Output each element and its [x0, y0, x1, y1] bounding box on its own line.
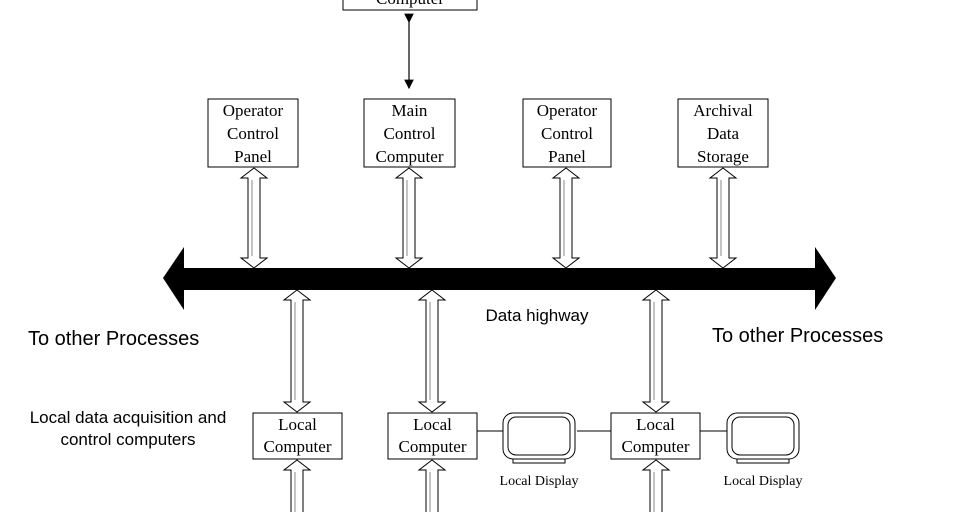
local-display-label: Local Display [724, 474, 803, 489]
upper-box-label: Panel [548, 147, 586, 166]
local-computer-label: Local [278, 415, 317, 434]
upper-box-label: Operator [223, 101, 284, 120]
bus-label: Data highway [485, 306, 589, 325]
upper-box-label: Storage [697, 147, 749, 166]
double-arrow [282, 289, 312, 413]
local-displays: Local Display Local Display [500, 412, 803, 489]
upper-box-label: Panel [234, 147, 272, 166]
top-box-label: Computer [376, 0, 444, 8]
local-computer-label: Computer [264, 437, 332, 456]
local-display: Local Display [500, 412, 579, 489]
upper-box-label: Main [392, 101, 428, 120]
upper-box-label: Archival [693, 101, 753, 120]
double-arrow [239, 167, 269, 269]
upper-box-label: Control [541, 124, 593, 143]
local-computer-label: Local [636, 415, 675, 434]
local-computer-label: Computer [622, 437, 690, 456]
double-arrow [708, 167, 738, 269]
upper-box-label: Control [384, 124, 436, 143]
local-group-label-line2: control computers [60, 430, 195, 449]
upper-box-label: Computer [376, 147, 444, 166]
upper-box-label: Control [227, 124, 279, 143]
local-group-label-line1: Local data acquisition and [30, 408, 227, 427]
local-display: Local Display [724, 412, 803, 489]
double-arrow [641, 459, 671, 512]
upper-box-label: Operator [537, 101, 598, 120]
double-arrow [417, 459, 447, 512]
double-arrow [551, 167, 581, 269]
double-arrow [282, 459, 312, 512]
monitor-icon [731, 416, 795, 456]
local-computer-label: Computer [399, 437, 467, 456]
right-processes-label: To other Processes [712, 325, 883, 347]
top-computer-box: Computer [342, 0, 478, 11]
double-arrow [417, 289, 447, 413]
upper-box-label: Data [707, 124, 740, 143]
local-computer-label: Local [413, 415, 452, 434]
double-arrows [239, 167, 738, 512]
left-processes-label: To other Processes [28, 328, 199, 350]
monitor-icon [507, 416, 571, 456]
local-display-label: Local Display [500, 474, 579, 489]
double-arrow [394, 167, 424, 269]
double-arrow [641, 289, 671, 413]
data-highway-bus [163, 247, 836, 310]
